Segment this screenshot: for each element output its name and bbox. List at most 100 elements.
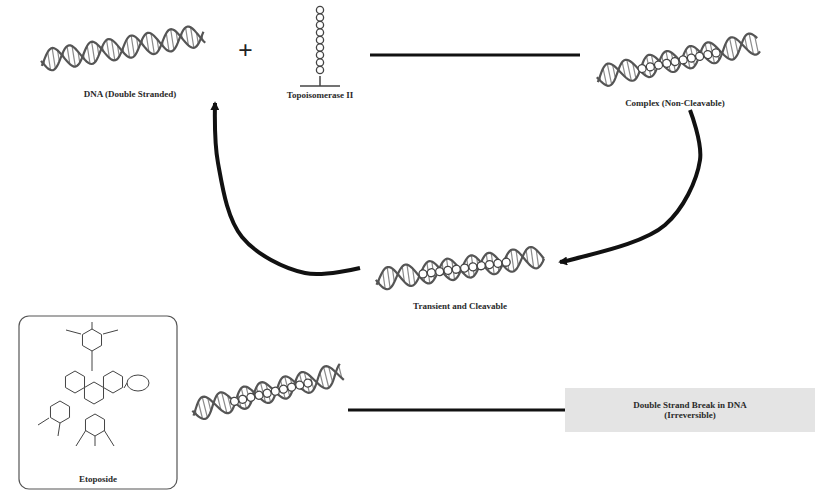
enzyme-bead (687, 53, 696, 62)
enzyme-bead (678, 55, 687, 64)
node-label: DNA (Double Stranded) (70, 89, 190, 99)
enzyme-bead (637, 64, 646, 73)
enzyme-chain (637, 48, 720, 73)
cycle-arrow (560, 110, 700, 262)
enzyme-bead (695, 52, 704, 61)
enzyme-bead (703, 50, 712, 59)
bond (76, 430, 86, 446)
dna-helix (374, 245, 545, 290)
enzyme-bead (460, 264, 469, 273)
reaction-line (348, 409, 565, 412)
bond (58, 423, 60, 436)
base-pair (202, 397, 207, 418)
panel-border (19, 316, 177, 489)
drug-panel: Etoposide (18, 315, 348, 490)
bond (92, 351, 93, 371)
figure-node: DNA (Double Stranded) (30, 15, 230, 103)
enzyme-bead (316, 14, 323, 21)
bond (38, 418, 49, 425)
enzyme-bead (468, 262, 477, 271)
dna-strand (190, 363, 345, 422)
ring (82, 329, 101, 351)
enzyme-chain (230, 378, 313, 406)
enzyme-bead (316, 29, 323, 36)
base-pair (324, 367, 329, 388)
enzyme-bead (493, 259, 502, 268)
bond (103, 330, 118, 334)
ring (85, 414, 104, 436)
bond (104, 430, 114, 446)
node-label: Complex (Non-Cleavable) (590, 98, 760, 108)
panel-outline (18, 315, 348, 490)
enzyme-bead (316, 66, 323, 73)
enzyme-bead (711, 48, 720, 57)
enzyme-bead (502, 258, 511, 267)
enzyme-bead (654, 60, 663, 69)
enzyme-bead (279, 384, 289, 394)
enzyme-bead (662, 59, 671, 68)
enzyme-bead (452, 265, 461, 274)
enzyme-bead (287, 382, 297, 392)
ring (84, 382, 103, 404)
enzyme-stem (319, 76, 321, 86)
ring (103, 371, 122, 393)
base-pair (171, 29, 174, 50)
enzyme-bead (295, 380, 305, 390)
dna-strand (190, 363, 345, 422)
enzyme-bead (427, 268, 436, 277)
bond (95, 436, 96, 446)
enzyme-chain (418, 258, 510, 279)
node-label: Topoisomerase II (270, 90, 370, 100)
bond (66, 330, 81, 334)
enzyme-bead (418, 269, 427, 278)
bond (124, 383, 127, 388)
base-pair (407, 265, 410, 286)
enzyme-bead (316, 59, 323, 66)
figure-node: Topoisomerase II (270, 4, 370, 104)
bond (92, 322, 93, 329)
base-pair (131, 35, 134, 56)
enzyme-bead (477, 261, 486, 270)
enzyme-bead (485, 260, 494, 269)
etoposide-structure (38, 322, 149, 446)
dna-helix (595, 32, 761, 88)
dna-strand (374, 245, 545, 290)
node-label: Etoposide (18, 474, 178, 484)
ring (127, 375, 149, 391)
enzyme-bead (270, 386, 280, 396)
enzyme-bead (316, 36, 323, 43)
plus-sign: + (238, 36, 253, 66)
dna-strand (595, 32, 761, 88)
base-pair (92, 42, 95, 63)
enzyme-bead (316, 51, 323, 58)
node-label: Transient and Cleavable (360, 301, 560, 311)
enzyme-bead (670, 57, 679, 66)
dna-strand (595, 32, 761, 88)
enzyme-bead (435, 267, 444, 276)
dna-helix (39, 24, 205, 72)
reaction-line (370, 54, 580, 57)
enzyme-bead (316, 6, 323, 13)
dna-helix (190, 363, 345, 422)
enzyme-bead (316, 21, 323, 28)
enzyme-bead (230, 397, 240, 407)
base-pair (387, 267, 390, 288)
topoisomerase-figure (300, 6, 340, 86)
enzyme-bead (443, 266, 452, 275)
enzyme-bead (316, 44, 323, 51)
node-label: Double Strand Break in DNA (Irreversible… (615, 400, 765, 421)
dna-strand (39, 24, 205, 72)
enzyme-bead (262, 388, 272, 398)
dna-strand (39, 24, 205, 72)
ring (65, 371, 84, 393)
ring (50, 401, 69, 423)
cycle-arrow (215, 103, 360, 274)
enzyme-bead (254, 390, 264, 400)
base-pair (730, 38, 734, 59)
enzyme-bead (646, 62, 655, 71)
dna-strand (374, 245, 545, 290)
base-pair (52, 48, 55, 69)
figure-node: Transient and Cleavable (360, 235, 560, 315)
enzyme-bead (238, 394, 248, 404)
